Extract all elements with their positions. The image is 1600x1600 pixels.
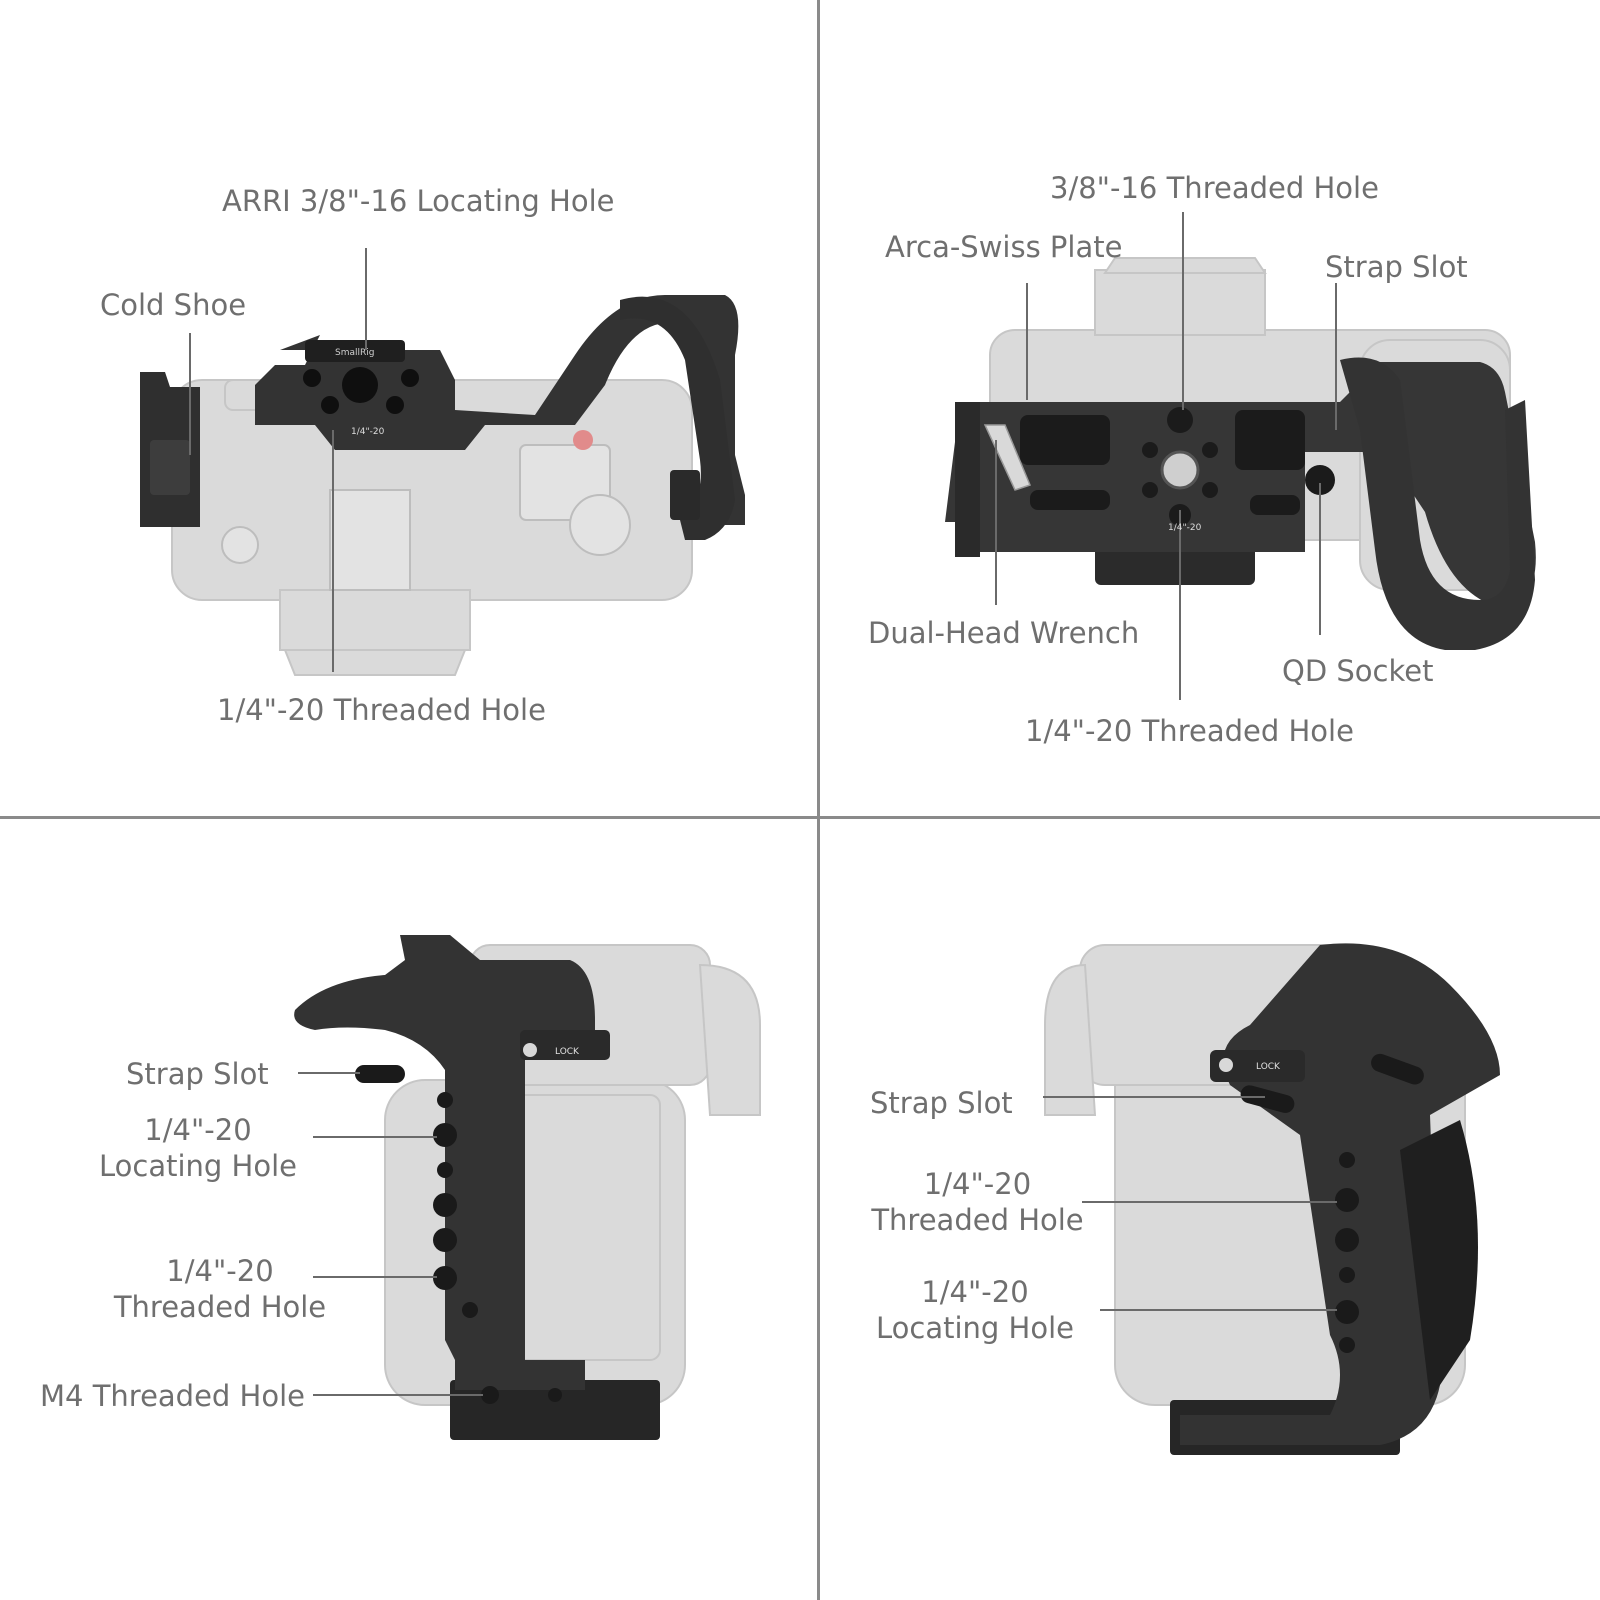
leader-lines bbox=[189, 212, 1337, 1396]
label-tl-threaded-hole: 1/4"-20 Threaded Hole bbox=[217, 693, 546, 727]
label-bl-threaded-hole-line1: 1/4"-20 bbox=[166, 1254, 274, 1288]
label-qd-socket: QD Socket bbox=[1282, 654, 1434, 688]
label-br-threaded-hole-line1: 1/4"-20 bbox=[923, 1167, 1032, 1201]
label-br-locating-hole-line1: 1/4"-20 bbox=[921, 1275, 1029, 1309]
label-bl-locating-hole-line2: Locating Hole bbox=[99, 1149, 297, 1184]
vertical-divider bbox=[817, 0, 820, 1600]
label-bl-threaded-hole-line2: Threaded Hole bbox=[113, 1290, 327, 1325]
label-m4-threaded-hole: M4 Threaded Hole bbox=[40, 1379, 306, 1413]
label-arri-locating-hole: ARRI 3/8"-16 Locating Hole bbox=[222, 184, 615, 218]
label-bl-strap-slot: Strap Slot bbox=[126, 1057, 269, 1091]
label-tr-three-eighths-threaded-hole: 3/8"-16 Threaded Hole bbox=[1050, 171, 1379, 205]
label-arca-swiss-plate: Arca-Swiss Plate bbox=[885, 230, 1123, 264]
label-bl-threaded-hole: 1/4"-20 Threaded Hole bbox=[100, 1253, 340, 1326]
bl-lock-marking: LOCK bbox=[555, 1047, 580, 1057]
label-tr-strap-slot: Strap Slot bbox=[1325, 250, 1468, 284]
label-br-threaded-hole-line2: Threaded Hole bbox=[871, 1203, 1084, 1238]
horizontal-divider bbox=[0, 816, 1600, 819]
bottom-view-illustration bbox=[945, 257, 1536, 650]
label-bl-locating-hole: 1/4"-20 Locating Hole bbox=[88, 1112, 308, 1185]
label-bl-locating-hole-line1: 1/4"-20 bbox=[144, 1113, 252, 1147]
tl-brand-marking: SmallRig bbox=[335, 348, 374, 358]
label-br-locating-hole: 1/4"-20 Locating Hole bbox=[865, 1274, 1085, 1347]
label-br-threaded-hole: 1/4"-20 Threaded Hole bbox=[865, 1166, 1090, 1239]
label-br-strap-slot: Strap Slot bbox=[870, 1086, 1013, 1120]
top-view-illustration bbox=[140, 295, 745, 676]
tr-plate-marking: 1/4"-20 bbox=[1168, 523, 1202, 533]
label-tr-quarter-threaded-hole: 1/4"-20 Threaded Hole bbox=[1025, 714, 1354, 748]
label-dual-head-wrench: Dual-Head Wrench bbox=[868, 616, 1140, 650]
br-lock-marking: LOCK bbox=[1256, 1062, 1281, 1072]
left-side-illustration bbox=[294, 935, 761, 1440]
right-side-illustration bbox=[1044, 943, 1500, 1455]
label-br-locating-hole-line2: Locating Hole bbox=[876, 1311, 1074, 1346]
tl-cage-marking: 1/4"-20 bbox=[351, 427, 385, 437]
label-cold-shoe: Cold Shoe bbox=[100, 288, 247, 322]
